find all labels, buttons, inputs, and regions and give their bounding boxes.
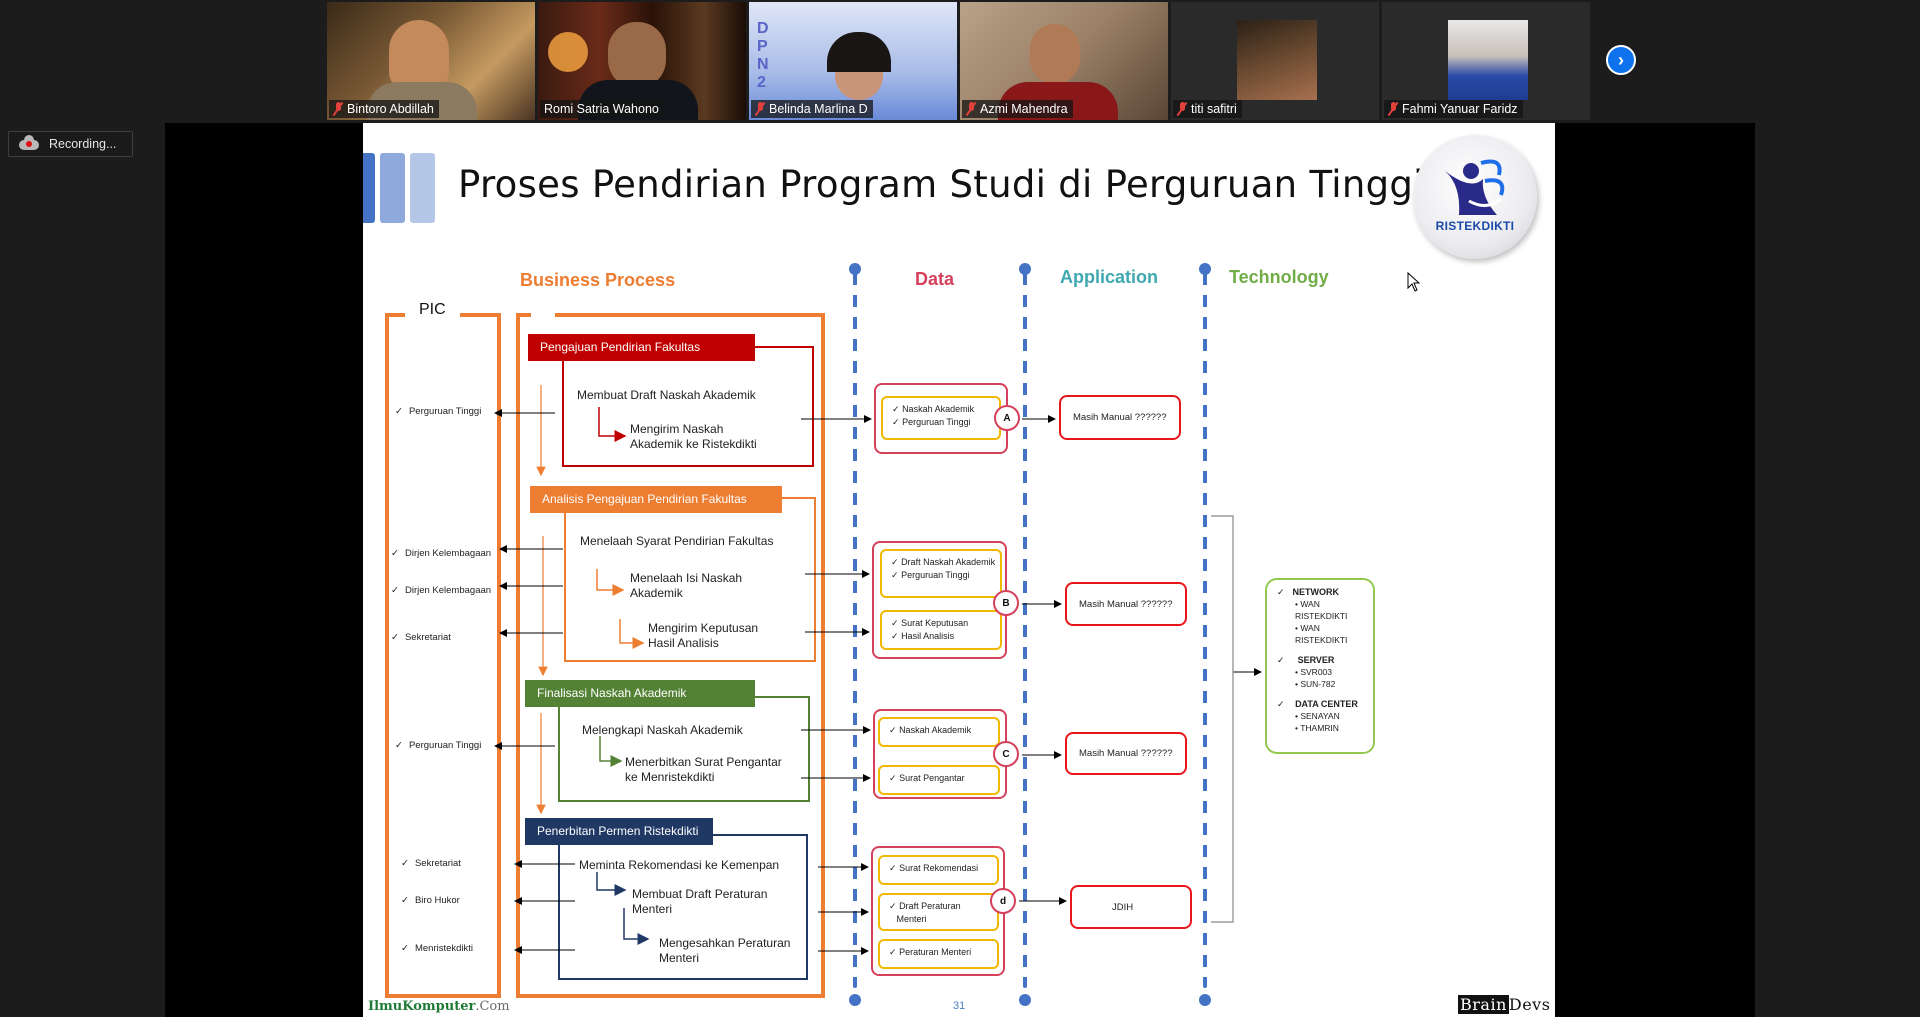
data-marker-c: C [993, 741, 1019, 767]
participant-face [608, 22, 666, 88]
pic-item: ✓Dirjen Kelembagaan [391, 548, 492, 559]
mic-muted-icon [755, 102, 765, 116]
application-box: Masih Manual ?????? [1065, 732, 1187, 775]
pic-item: ✓Dirjen Kelembagaan [391, 585, 492, 596]
header-data: Data [915, 269, 955, 289]
recording-label: Recording... [49, 137, 117, 151]
pic-item: ✓Perguruan Tinggi [395, 740, 482, 751]
slide-page-number: 31 [953, 1000, 966, 1012]
data-card: ✓ Naskah Akademik [878, 717, 1000, 747]
pic-label: PIC [405, 301, 460, 319]
application-box: Masih Manual ?????? [1059, 395, 1181, 440]
data-group: ✓ Surat Rekomendasi ✓ Draft Peraturan Me… [871, 846, 1005, 976]
recording-indicator[interactable]: Recording... [8, 131, 133, 157]
mic-muted-icon [966, 102, 976, 116]
participant-name-label: titi safitri [1173, 100, 1242, 118]
process-title: Finalisasi Naskah Akademik [525, 680, 755, 707]
technology-group: ✓NETWORK WAN RISTEKDIKTIWAN RISTEKDIKTI [1277, 586, 1373, 646]
mouse-cursor-icon [1407, 272, 1421, 292]
header-business-process: Business Process [520, 270, 676, 290]
participant-name-label: Bintoro Abdillah [329, 100, 439, 118]
participant-hair [827, 32, 891, 72]
participant-tile[interactable]: Azmi Mahendra [960, 2, 1168, 120]
process-title: Analisis Pengajuan Pendirian Fakultas [530, 486, 782, 513]
lamp-glow [548, 32, 588, 72]
swimlane-divider [1199, 263, 1211, 1006]
process-step: Melengkapi Naskah Akademik [582, 723, 743, 737]
application-box: Masih Manual ?????? [1065, 582, 1187, 626]
participant-tile[interactable]: Fahmi Yanuar Faridz [1382, 2, 1590, 120]
technology-group: ✓ SERVER SVR003SUN-782 [1277, 654, 1373, 690]
participant-face [389, 20, 449, 92]
data-marker-b: B [993, 590, 1019, 616]
data-marker-a: A [994, 405, 1020, 431]
header-application: Application [1060, 267, 1158, 287]
participant-tile[interactable]: Bintoro Abdillah [327, 2, 535, 120]
data-card: ✓ Peraturan Menteri [878, 939, 999, 969]
business-process-frame [516, 313, 825, 998]
ristekdikti-logo: RISTEKDIKTI [1413, 135, 1537, 259]
process-box [558, 696, 810, 802]
participant-face [1030, 24, 1080, 84]
participant-name-label: Romi Satria Wahono [540, 100, 664, 118]
presentation-slide: Proses Pendirian Program Studi di Pergur… [363, 123, 1555, 1017]
logo-text: RISTEKDIKTI [1435, 219, 1515, 233]
title-decoration [363, 153, 435, 223]
technology-group: ✓ DATA CENTER SENAYANTHAMRIN [1277, 698, 1373, 734]
data-card: ✓ Surat Pengantar [878, 765, 1000, 795]
participant-avatar [1237, 20, 1317, 100]
next-page-button[interactable]: › [1606, 45, 1636, 75]
data-marker-d: d [990, 888, 1016, 914]
data-card: ✓ Surat Rekomendasi [878, 855, 999, 885]
pic-item: ✓Biro Hukor [401, 895, 460, 906]
ilmukomputer-logo: IlmuKomputer.Com [368, 999, 510, 1014]
participant-tile[interactable]: Romi Satria Wahono [538, 2, 746, 120]
swimlane-divider [1019, 263, 1031, 1006]
pic-item: ✓Sekretariat [391, 632, 451, 643]
process-step: Membuat Draft Naskah Akademik [577, 388, 756, 402]
cloud-record-icon [19, 135, 39, 151]
process-step: Meminta Rekomendasi ke Kemenpan [579, 858, 780, 872]
chevron-right-icon: › [1618, 49, 1624, 70]
process-title: Pengajuan Pendirian Fakultas [528, 334, 755, 361]
mic-muted-icon [1177, 102, 1187, 116]
participant-tile[interactable]: titi safitri [1171, 2, 1379, 120]
slide-title: Proses Pendirian Program Studi di Pergur… [458, 163, 1424, 206]
ristekdikti-emblem-icon [1445, 159, 1505, 215]
swimlane-divider [849, 263, 861, 1006]
application-box: JDIH [1070, 885, 1192, 929]
data-group: ✓ Naskah Akademik✓ Perguruan Tinggi [874, 383, 1008, 454]
data-group: ✓ Draft Naskah Akademik✓ Perguruan Tingg… [872, 541, 1007, 659]
participant-name-label: Belinda Marlina D [751, 100, 873, 118]
participant-name-label: Azmi Mahendra [962, 100, 1073, 118]
mic-muted-icon [333, 102, 343, 116]
mic-muted-icon [1388, 102, 1398, 116]
participant-name-label: Fahmi Yanuar Faridz [1384, 100, 1523, 118]
process-step: Menelaah Syarat Pendirian Fakultas [580, 534, 774, 548]
participant-avatar [1448, 20, 1528, 100]
pic-item: ✓Sekretariat [401, 858, 461, 869]
technology-box: ✓NETWORK WAN RISTEKDIKTIWAN RISTEKDIKTI … [1265, 578, 1375, 754]
data-card: ✓ Draft Peraturan Menteri [878, 893, 999, 931]
header-technology: Technology [1229, 267, 1329, 287]
pic-item: ✓Menristekdikti [401, 943, 474, 954]
process-title: Penerbitan Permen Ristekdikti [525, 818, 713, 845]
data-card: ✓ Naskah Akademik✓ Perguruan Tinggi [881, 396, 1001, 440]
frame-gap [531, 308, 555, 320]
data-card: ✓ Surat Keputusan✓ Hasil Analisis [880, 610, 1002, 650]
data-group: ✓ Naskah Akademik ✓ Surat Pengantar [873, 709, 1007, 799]
data-card: ✓ Draft Naskah Akademik✓ Perguruan Tingg… [880, 549, 1002, 598]
pic-item: ✓Perguruan Tinggi [395, 406, 482, 417]
